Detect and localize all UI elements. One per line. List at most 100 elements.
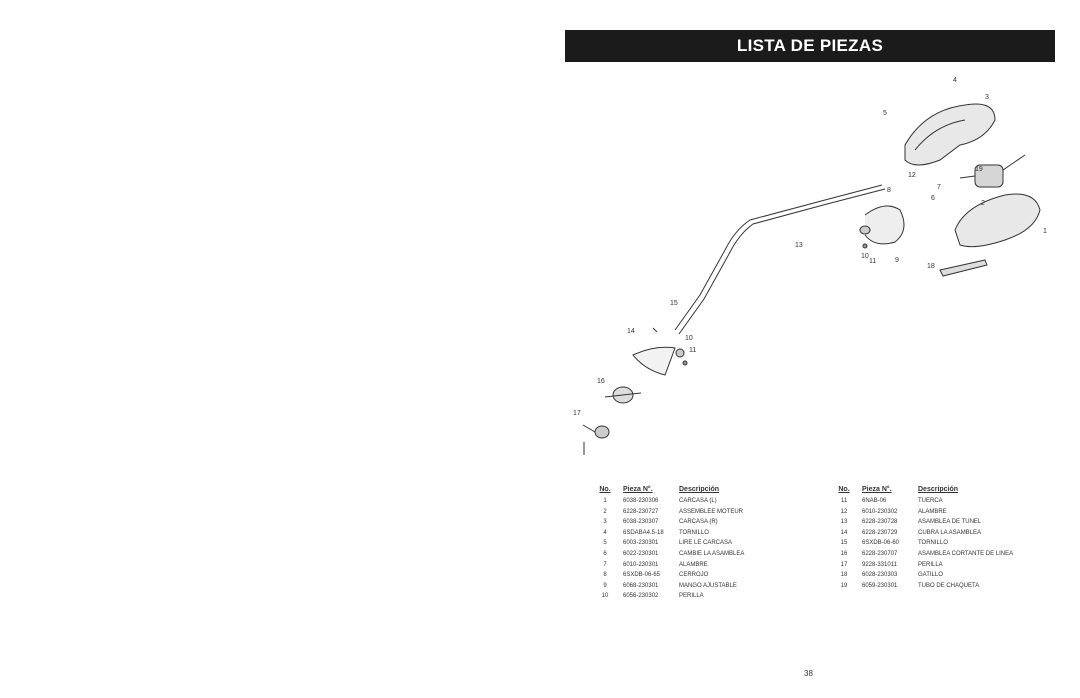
part-no: 17 bbox=[840, 561, 848, 568]
part-no: 8 bbox=[603, 572, 607, 579]
part-no: 2 bbox=[603, 508, 607, 515]
adjustable-handle bbox=[864, 205, 905, 245]
part-piece: 6038-230306 bbox=[623, 498, 659, 504]
callout-6: 6 bbox=[931, 195, 935, 202]
part-piece: 6022-230301 bbox=[623, 550, 659, 557]
tunnel-shaft-inner bbox=[678, 188, 886, 335]
header-no: No. bbox=[599, 486, 611, 493]
exploded-parts-diagram: 4 3 5 19 12 8 7 6 2 13 1 10 9 11 18 15 1… bbox=[573, 77, 1047, 455]
callout-5: 5 bbox=[883, 110, 887, 117]
table-row: 9 6068-230301 MANGO AJUSTABLE bbox=[587, 581, 819, 592]
callout-12: 12 bbox=[908, 172, 916, 179]
part-no: 16 bbox=[840, 550, 848, 557]
callout-7: 7 bbox=[937, 184, 941, 191]
part-desc: MANGO AJUSTABLE bbox=[679, 582, 737, 589]
part-piece: 6SDABA4.5-18 bbox=[623, 529, 664, 536]
page-title: LISTA DE PIEZAS bbox=[565, 30, 1055, 62]
header-desc: Descripción bbox=[918, 486, 959, 493]
part-no: 13 bbox=[840, 519, 848, 526]
callout-17: 17 bbox=[573, 410, 581, 417]
callout-10b: 10 bbox=[685, 335, 693, 342]
callout-14: 14 bbox=[627, 328, 635, 335]
part-desc: ASSEMBLEE MOTEUR bbox=[679, 508, 744, 515]
part-no: 14 bbox=[840, 529, 848, 536]
header-piece: Pieza N°. bbox=[623, 486, 653, 493]
callout-9: 9 bbox=[895, 257, 899, 264]
part-no: 11 bbox=[840, 498, 848, 504]
callout-11b: 11 bbox=[689, 347, 696, 354]
part-no: 6 bbox=[603, 550, 607, 557]
header-no: No. bbox=[838, 486, 850, 493]
callout-18: 18 bbox=[927, 263, 935, 270]
part-piece: 6010-230301 bbox=[623, 561, 659, 568]
table-row: 3 6038-230307 CARCASA (R) bbox=[587, 517, 819, 528]
part-piece: 9228-331011 bbox=[862, 561, 897, 568]
part-desc: LIRE LE CARCASA bbox=[679, 540, 733, 547]
table-row: 1 6038-230306 CARCASA (L) bbox=[587, 496, 819, 507]
part-piece: 6059-230301 bbox=[862, 582, 898, 589]
part-no: 1 bbox=[603, 498, 607, 504]
table-header: No. Pieza N°. Descripción bbox=[587, 484, 819, 496]
callout-4: 4 bbox=[953, 77, 957, 84]
part-desc: PERILLA bbox=[918, 561, 943, 568]
trigger bbox=[939, 259, 988, 277]
table-row: 5 6003-230301 LIRE LE CARCASA bbox=[587, 538, 819, 549]
part-no: 9 bbox=[603, 582, 607, 589]
callout-13: 13 bbox=[795, 242, 803, 249]
part-piece: 6068-230301 bbox=[623, 582, 659, 589]
part-desc: PERILLA bbox=[679, 593, 704, 600]
table-row: 17 9228-331011 PERILLA bbox=[826, 560, 1058, 571]
housing-left bbox=[954, 193, 1041, 248]
part-piece: 6038-230307 bbox=[623, 519, 659, 526]
callout-11a: 11 bbox=[869, 258, 876, 265]
housing-right bbox=[904, 103, 996, 166]
callout-3: 3 bbox=[985, 94, 989, 101]
table-row: 18 6028-230303 GATILLO bbox=[826, 570, 1058, 581]
part-no: 15 bbox=[840, 540, 848, 547]
header-desc: Descripción bbox=[679, 486, 720, 493]
callout-numbers: 4 3 5 19 12 8 7 6 2 13 1 10 9 11 18 15 1… bbox=[573, 77, 1047, 417]
part-desc: CUBRA LA ASAMBLEA bbox=[918, 529, 982, 536]
part-no: 18 bbox=[840, 572, 848, 579]
table-row: 4 6SDABA4.5-18 TORNILLO bbox=[587, 528, 819, 539]
knob bbox=[594, 425, 610, 439]
part-piece: 6228-230707 bbox=[862, 550, 898, 557]
part-desc: TUBO DE CHAQUETA bbox=[918, 582, 980, 589]
part-desc: CERROJO bbox=[679, 572, 709, 579]
part-desc: CARCASA (L) bbox=[679, 498, 717, 504]
part-desc: GATILLO bbox=[918, 572, 943, 579]
part-desc: TUERCA bbox=[918, 498, 943, 504]
tunnel-shaft bbox=[674, 184, 883, 331]
part-no: 12 bbox=[840, 508, 848, 515]
part-desc: CARCASA (R) bbox=[679, 519, 718, 526]
table-row: 2 6228-230727 ASSEMBLEE MOTEUR bbox=[587, 507, 819, 518]
part-desc: ASAMBLEA DE TUNEL bbox=[918, 519, 982, 526]
part-no: 5 bbox=[603, 540, 607, 547]
callout-2: 2 bbox=[981, 200, 985, 207]
table-row: 13 6228-230728 ASAMBLEA DE TUNEL bbox=[826, 517, 1058, 528]
callout-19: 19 bbox=[975, 166, 983, 173]
part-no: 3 bbox=[603, 519, 607, 526]
part-piece: 6003-230301 bbox=[623, 540, 659, 547]
guard bbox=[632, 346, 676, 376]
part-piece: 6228-230727 bbox=[623, 508, 659, 515]
part-piece: 6228-230728 bbox=[862, 519, 898, 526]
part-piece: 6028-230303 bbox=[862, 572, 898, 579]
part-no: 4 bbox=[603, 529, 607, 536]
part-piece: 6056-230302 bbox=[623, 593, 659, 600]
header-piece: Pieza N°. bbox=[862, 486, 892, 493]
callout-10a: 10 bbox=[861, 253, 869, 260]
callout-16: 16 bbox=[597, 378, 605, 385]
callout-8: 8 bbox=[887, 187, 891, 194]
callout-1: 1 bbox=[1043, 228, 1047, 235]
part-desc: TORNILLO bbox=[679, 529, 709, 536]
part-piece: 6SXDB-06-60 bbox=[862, 540, 900, 547]
callout-15: 15 bbox=[670, 300, 678, 307]
